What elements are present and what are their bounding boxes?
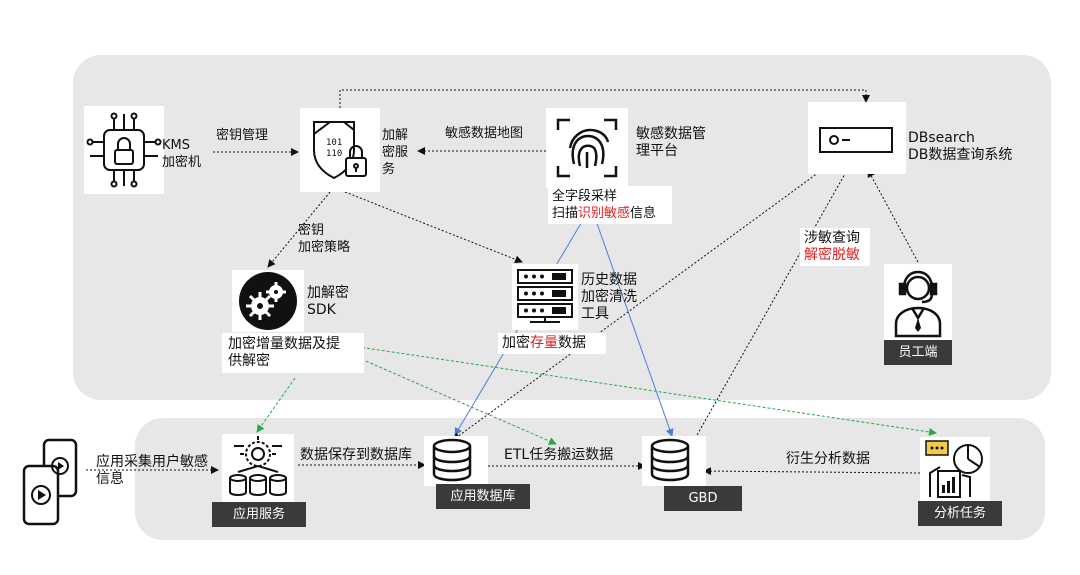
edge-derived-analysis: 衍生分析数据: [786, 451, 870, 467]
stock-data-note: 加密存量数据: [498, 333, 606, 354]
svg-text:110: 110: [326, 149, 342, 159]
app-service-icon: [222, 434, 294, 502]
shield-lock-icon: 101 110: [300, 108, 380, 192]
support-agent-icon: [884, 264, 952, 340]
database-icon: [424, 436, 488, 486]
crypto-service-label: 加解密服务: [382, 128, 409, 177]
full-scan-note: 全字段采样 扫描识别敏感信息: [548, 186, 672, 224]
edge-save-to-db: 数据保存到数据库: [300, 447, 412, 463]
server-rack-icon: [512, 264, 578, 330]
edge-key-policy: 密钥加密策略: [298, 223, 351, 255]
dbsearch-key-icon: [808, 102, 906, 174]
analysis-tag: 分析任务: [918, 501, 1002, 526]
employee-tag: 员工端: [884, 340, 952, 365]
edge-sensitive-query: 涉敏查询解密脱敏: [800, 228, 870, 266]
gears-icon: [232, 270, 304, 332]
history-tool-label: 历史数据加密清洗工具: [581, 272, 637, 322]
analytics-icon: [920, 437, 990, 503]
edge-sensitive-map: 敏感数据地图: [445, 126, 524, 141]
svg-text:101: 101: [326, 138, 342, 148]
app-db-tag: 应用数据库: [436, 484, 530, 509]
edge-etl: ETL任务搬运数据: [504, 447, 614, 463]
gbd-tag: GBD: [664, 486, 742, 511]
app-service-tag: 应用服务: [212, 502, 306, 527]
fingerprint-icon: [546, 108, 628, 188]
sensitive-platform-label: 敏感数据管理平台: [636, 126, 706, 159]
mobile-phones-icon: [18, 436, 84, 528]
kms-chip-icon: [84, 106, 164, 194]
sdk-incremental-note: 加密增量数据及提供解密: [222, 333, 364, 373]
gbd-database-icon: [642, 436, 706, 486]
edge-collect-user-info: 应用采集用户敏感信息: [96, 454, 208, 487]
edge-key-management: 密钥管理: [216, 128, 269, 143]
